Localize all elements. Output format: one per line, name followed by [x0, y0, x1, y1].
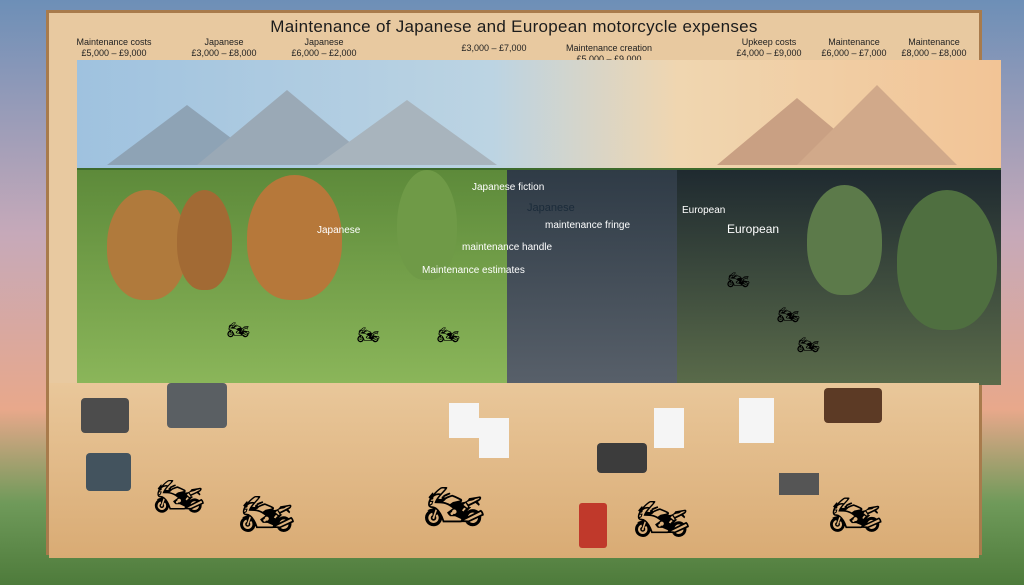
- tree-icon: [807, 185, 882, 295]
- cable-spool-icon: [579, 503, 607, 548]
- header-col-6: Upkeep costs£4,000 – £9,000: [736, 37, 802, 58]
- document-icon: [654, 408, 684, 448]
- sport-motorcycle-icon: 🏍: [829, 491, 883, 538]
- tree-icon: [897, 190, 997, 330]
- motorcycle-icon: 🏍: [437, 325, 460, 345]
- label-european-small: European: [682, 205, 726, 216]
- motorcycle-icon: 🏍: [357, 325, 380, 345]
- label-japanese-mid: Japanese: [527, 202, 575, 214]
- label-japanese-fiction: Japanese fiction: [472, 182, 545, 193]
- sport-motorcycle-icon: 🏍: [154, 475, 205, 519]
- label-maintenance-handle: maintenance handle: [462, 242, 553, 253]
- tree-icon: [397, 170, 457, 280]
- motorcycle-icon: 🏍: [797, 335, 820, 355]
- toolbox-icon: [597, 443, 647, 473]
- label-maintenance-fringe: maintenance fringe: [545, 220, 631, 231]
- sport-motorcycle-icon: 🏍: [239, 490, 295, 539]
- motorcycle-icon: 🏍: [727, 270, 750, 290]
- header-col-2: Japanese£3,000 – £8,000: [191, 37, 257, 58]
- tree-icon: [177, 190, 232, 290]
- tree-icon: [247, 175, 342, 300]
- label-japanese-left: Japanese: [317, 225, 361, 236]
- header-col-1: Maintenance costs£5,000 – £9,000: [76, 37, 152, 58]
- document-icon: [449, 403, 479, 438]
- tree-icon: [107, 190, 187, 300]
- toolbox-icon: [167, 383, 227, 428]
- display-board: Maintenance of Japanese and European mot…: [46, 10, 1001, 558]
- label-maintenance-estimates: Maintenance estimates: [422, 265, 525, 276]
- header-col-3: Japanese£6,000 – £2,000: [291, 37, 357, 58]
- motorcycle-icon: 🏍: [227, 320, 250, 340]
- sport-motorcycle-icon: 🏍: [634, 495, 690, 544]
- header-col-7: Maintenance£6,000 – £7,000: [821, 37, 887, 58]
- brush-icon: [779, 473, 819, 495]
- toolbox-icon: [81, 398, 129, 433]
- landscape-scene: Japanese Japanese fiction Japanese maint…: [77, 60, 1001, 385]
- document-icon: [739, 398, 774, 443]
- motorcycle-icon: 🏍: [777, 305, 800, 325]
- mountain-sky: [77, 60, 1001, 170]
- briefcase-icon: [824, 388, 882, 423]
- header-col-8: Maintenance£8,000 – £8,000: [901, 37, 967, 58]
- header-col-4: £3,000 – £7,000: [461, 43, 527, 53]
- board-title: Maintenance of Japanese and European mot…: [270, 17, 758, 36]
- workbench: 🏍 🏍 🏍 🏍 🏍: [49, 383, 979, 558]
- header-col-5: Maintenance creation£5,000 – £9,000: [565, 43, 653, 64]
- sport-motorcycle-icon: 🏍: [424, 481, 485, 534]
- mountain-range: [77, 85, 1001, 170]
- label-european-big: European: [727, 222, 780, 236]
- toolbox-icon: [86, 453, 131, 491]
- document-icon: [479, 418, 509, 458]
